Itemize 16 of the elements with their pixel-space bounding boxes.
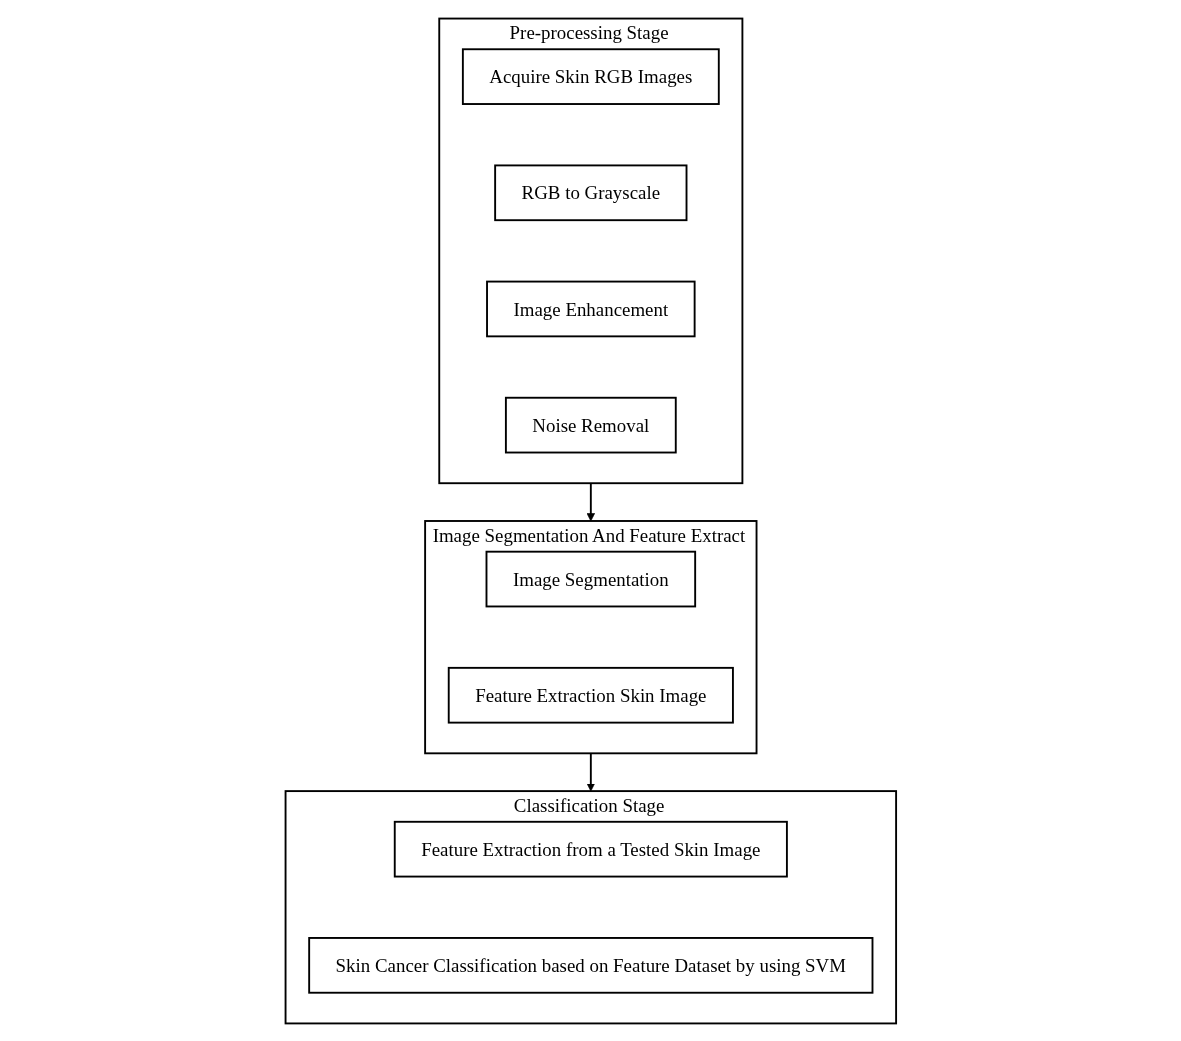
cluster xyxy=(284,789,897,1024)
node-label: Classification Stage xyxy=(513,794,665,816)
arrow xyxy=(586,481,595,521)
node-box: Feature Extraction Skin Image xyxy=(447,666,734,724)
node-box: Noise Removal xyxy=(504,396,677,453)
node-label: Image Segmentation And Feature Extract xyxy=(432,524,745,546)
node-box: Image Enhancement xyxy=(485,280,696,337)
node-box: Skin Cancer Classification based on Feature Dataset by using SVM xyxy=(307,936,874,994)
node-box: Image Segmentation xyxy=(485,550,696,607)
node-box: RGB to Grayscale xyxy=(493,163,688,221)
cluster xyxy=(438,17,743,484)
cluster xyxy=(423,519,758,754)
node-box: Acquire Skin RGB Images xyxy=(461,47,720,105)
arrow xyxy=(586,751,595,791)
node-box: Feature Extraction from a Tested Skin Image xyxy=(393,820,788,877)
node-label: Pre-processing Stage xyxy=(509,21,669,43)
